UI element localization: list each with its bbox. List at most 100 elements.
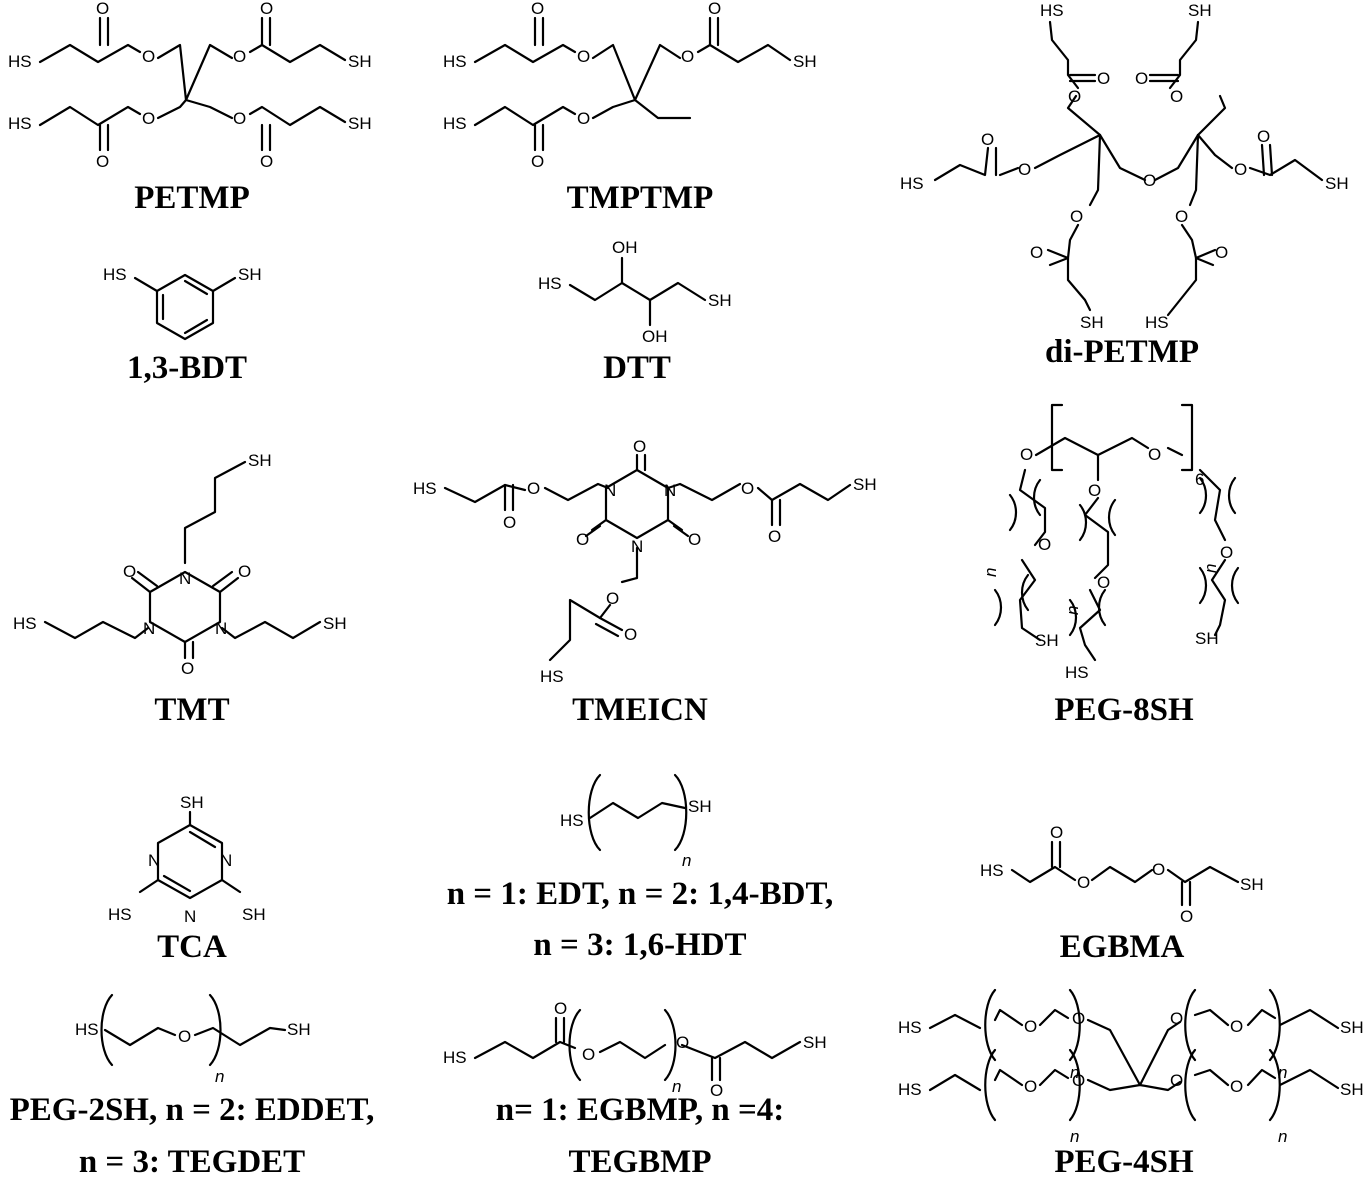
dipetmp-thiol-atom: SH xyxy=(1188,1,1212,20)
tmeicn-carbonyl-atom: O xyxy=(624,625,637,644)
peg4sh-ether-atom: O xyxy=(1072,1071,1085,1090)
dipetmp-carbonyl-atom: O xyxy=(1135,69,1148,88)
peg4sh-thiol-atom: SH xyxy=(1340,1018,1364,1037)
peg4sh-ether-atom: O xyxy=(1024,1077,1037,1096)
dipetmp-ester-atom: O xyxy=(1068,87,1081,106)
petmp-thiol-atom: HS xyxy=(8,114,32,133)
dipetmp-structure: HS SH O O O O O O O O O HS SH O O O O SH… xyxy=(900,1,1349,370)
tmptmp-thiol-atom: HS xyxy=(443,52,467,71)
dipetmp-carbonyl-atom: O xyxy=(1030,243,1043,262)
tca-label: TCA xyxy=(157,929,227,965)
bdt13-label: 1,3-BDT xyxy=(127,350,247,386)
peg4sh-repeat-n: n xyxy=(1278,1127,1287,1146)
dipetmp-ester-atom: O xyxy=(1018,160,1031,179)
dipetmp-ether-atom: O xyxy=(1143,171,1156,190)
petmp-carbonyl-atom: O xyxy=(260,152,273,171)
tmeicn-carbonyl-atom: O xyxy=(768,527,781,546)
egbmp-carbonyl-atom: O xyxy=(710,1081,723,1100)
edt-thiol-atom: SH xyxy=(688,797,712,816)
petmp-carbonyl-atom: O xyxy=(96,152,109,171)
tmptmp-ester-atom: O xyxy=(577,47,590,66)
peg8sh-ether-atom: O xyxy=(1038,535,1051,554)
tmt-ring-nitrogen: N xyxy=(143,619,155,638)
tmeicn-carbonyl-atom: O xyxy=(503,513,516,532)
egbmp-ester-atom: O xyxy=(676,1033,689,1052)
peg2sh-ether-atom: O xyxy=(178,1027,191,1046)
dipetmp-thiol-atom: HS xyxy=(1145,313,1169,332)
peg2sh-label-line2: n = 3: TEGDET xyxy=(79,1144,305,1180)
peg4sh-repeat-n: n xyxy=(1278,1063,1287,1082)
tmeicn-carbonyl-atom: O xyxy=(633,437,646,456)
petmp-structure: HS O O O O SH HS O O O O SH PETMP xyxy=(8,0,372,216)
peg8sh-ether-atom: O xyxy=(1020,445,1033,464)
peg2sh-structure: HS O SH n PEG-2SH, n = 2: EDDET, n = 3: … xyxy=(10,993,375,1180)
petmp-thiol-atom: HS xyxy=(8,52,32,71)
tmeicn-ring-nitrogen: N xyxy=(604,481,616,500)
tmeicn-thiol-atom: HS xyxy=(540,667,564,686)
dtt-label: DTT xyxy=(603,350,671,386)
tmeicn-structure: HS O O O N N O SH O O N O O O HS TMEICN xyxy=(413,437,877,728)
tca-thiol-atom: SH xyxy=(242,905,266,924)
edt-repeat-n: n xyxy=(682,851,691,870)
tmptmp-ester-atom: O xyxy=(577,109,590,128)
dtt-hydroxyl-atom: OH xyxy=(642,327,668,346)
egbmp-thiol-atom: SH xyxy=(803,1033,827,1052)
egbmp-thiol-atom: HS xyxy=(443,1048,467,1067)
dipetmp-thiol-atom: SH xyxy=(1325,174,1349,193)
egbma-label: EGBMA xyxy=(1060,929,1185,965)
peg4sh-thiol-atom: SH xyxy=(1340,1080,1364,1099)
dipetmp-thiol-atom: HS xyxy=(1040,1,1064,20)
egbma-ester-atom: O xyxy=(1152,860,1165,879)
tmt-carbonyl-atom: O xyxy=(123,562,136,581)
peg8sh-label: PEG-8SH xyxy=(1054,692,1194,728)
peg8sh-ether-atom: O xyxy=(1148,445,1161,464)
tca-ring-nitrogen: N xyxy=(184,907,196,926)
tmptmp-thiol-atom: HS xyxy=(443,114,467,133)
dipetmp-thiol-atom: HS xyxy=(900,174,924,193)
tmeicn-carbonyl-atom: O xyxy=(576,530,589,549)
tmeicn-ester-atom: O xyxy=(741,479,754,498)
dipetmp-ester-atom: O xyxy=(1175,207,1188,226)
tca-thiol-atom: HS xyxy=(108,905,132,924)
peg2sh-thiol-atom: HS xyxy=(75,1020,99,1039)
peg8sh-repeat-n: n xyxy=(981,568,1000,577)
egbmp-carbonyl-atom: O xyxy=(554,999,567,1018)
peg4sh-ether-atom: O xyxy=(1024,1017,1037,1036)
tmeicn-label: TMEICN xyxy=(572,692,708,728)
egbma-structure: HS O O O O SH EGBMA xyxy=(980,823,1264,965)
peg8sh-repeat-n: n xyxy=(1201,564,1220,573)
tmeicn-thiol-atom: HS xyxy=(413,479,437,498)
tca-ring-nitrogen: N xyxy=(148,851,160,870)
peg2sh-repeat-n: n xyxy=(215,1067,224,1086)
dtt-thiol-atom: SH xyxy=(708,291,732,310)
dipetmp-carbonyl-atom: O xyxy=(1097,69,1110,88)
peg2sh-thiol-atom: SH xyxy=(287,1020,311,1039)
alkanedithiol-structure: HS SH n n = 1: EDT, n = 2: 1,4-BDT, n = … xyxy=(447,773,834,963)
egbmp-ether-atom: O xyxy=(582,1045,595,1064)
tmt-ring-nitrogen: N xyxy=(179,569,191,588)
peg2sh-label-line1: PEG-2SH, n = 2: EDDET, xyxy=(10,1092,375,1128)
tmeicn-ester-atom: O xyxy=(606,589,619,608)
peg4sh-ether-atom: O xyxy=(1230,1077,1243,1096)
egbmp-structure: HS O O O n O SH n= 1: EGBMP, n =4: TEGBM… xyxy=(443,999,827,1180)
egbmp-repeat-n: n xyxy=(672,1077,681,1096)
peg4sh-repeat-n: n xyxy=(1070,1127,1079,1146)
peg4sh-label: PEG-4SH xyxy=(1054,1144,1194,1180)
dipetmp-ester-atom: O xyxy=(1234,160,1247,179)
dipetmp-ester-atom: O xyxy=(1170,87,1183,106)
peg4sh-thiol-atom: HS xyxy=(898,1080,922,1099)
tmeicn-thiol-atom: SH xyxy=(853,475,877,494)
peg4sh-thiol-atom: HS xyxy=(898,1018,922,1037)
egbmp-label-line1: n= 1: EGBMP, n =4: xyxy=(496,1092,785,1128)
peg4sh-ether-atom: O xyxy=(1170,1009,1183,1028)
dipetmp-ester-atom: O xyxy=(1070,207,1083,226)
tmt-carbonyl-atom: O xyxy=(181,659,194,678)
dipetmp-carbonyl-atom: O xyxy=(1257,127,1270,146)
petmp-ester-atom: O xyxy=(142,109,155,128)
tmt-thiol-atom: HS xyxy=(13,614,37,633)
peg4sh-structure: HS O O n O O n SH HS O O n O O n SH PEG-… xyxy=(898,988,1364,1180)
peg4sh-ether-atom: O xyxy=(1170,1071,1183,1090)
edt-label-line1: n = 1: EDT, n = 2: 1,4-BDT, xyxy=(447,876,834,912)
tmt-ring-nitrogen: N xyxy=(215,619,227,638)
